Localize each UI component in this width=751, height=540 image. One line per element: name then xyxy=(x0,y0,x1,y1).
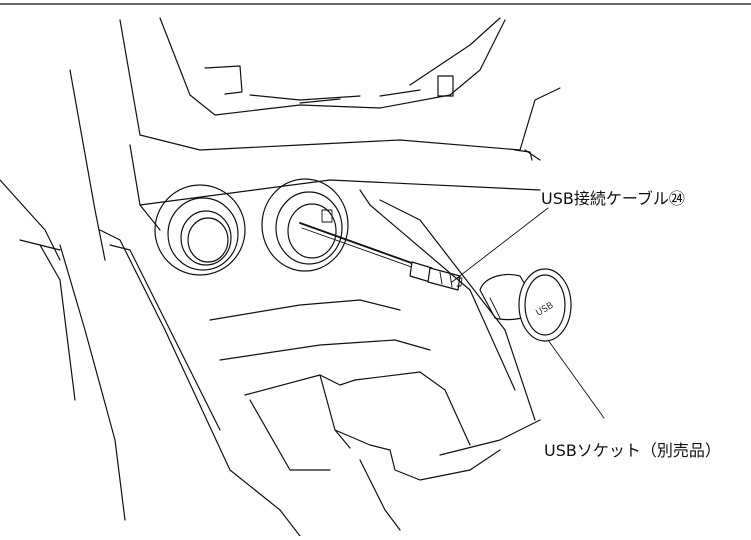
usb-socket: USB xyxy=(479,268,572,342)
usb-cable-label: USB接続ケーブル㉔ xyxy=(541,189,685,208)
socket-leader-line xyxy=(547,339,605,419)
callout-leaders xyxy=(451,207,605,419)
usb-socket-label: USBソケット（別売品） xyxy=(544,441,721,460)
center-console xyxy=(39,189,541,537)
cable-leader-line xyxy=(451,207,549,283)
left-panel xyxy=(0,69,541,261)
accessory-socket xyxy=(261,178,349,272)
left-round-port xyxy=(154,184,246,276)
usb-cable xyxy=(299,222,463,291)
dashboard-housing xyxy=(119,17,561,161)
